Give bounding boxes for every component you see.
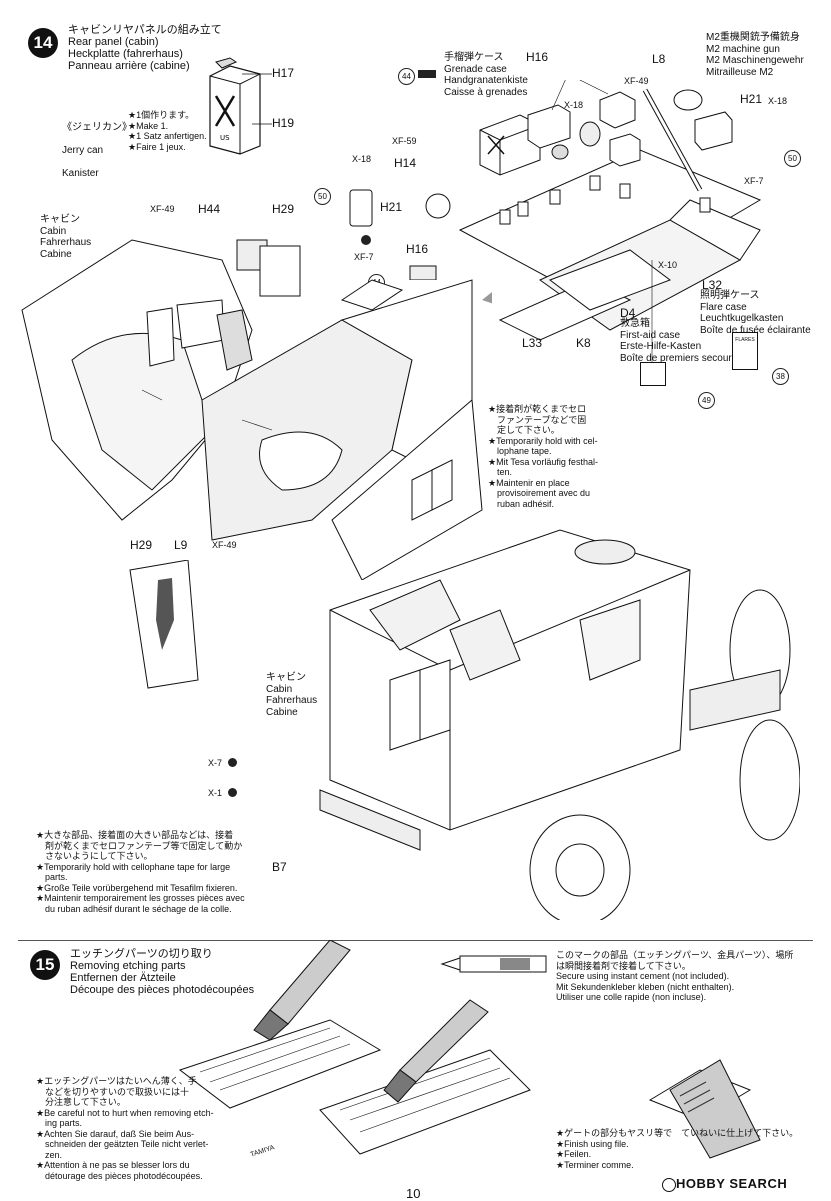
first-aid-box-icon — [640, 362, 666, 386]
part-h17: H17 — [272, 66, 295, 80]
part-h21-left: H21 — [380, 200, 403, 214]
step-15-title-jp: エッチングパーツの切り取り — [70, 948, 213, 960]
cabin-label-top: キャビン Cabin Fahrerhaus Cabine — [40, 214, 92, 260]
page-number: 10 — [406, 1186, 421, 1201]
jerrycan-note: ★1個作ります。 ★Make 1. ★1 Satz anfertigen. ★F… — [128, 110, 207, 152]
paint-x10: X-10 — [658, 260, 678, 270]
step-14-title-jp: キャビンリヤパネルの組み立て — [68, 24, 222, 36]
paint-x1: X-1 — [208, 788, 223, 798]
flare-case-label: 照明弾ケース Flare case Leuchtkugelkasten Boît… — [700, 290, 811, 336]
tape-note: ★接着剤が乾くまでセロ ファンテープなどで固 定して下さい。 ★Temporar… — [488, 404, 598, 509]
ref-44-top: 44 — [398, 68, 415, 85]
grenade-case-label: 手榴弾ケース Grenade case Handgranatenkiste Ca… — [444, 52, 528, 98]
step-14-title-en: Rear panel (cabin) — [68, 36, 159, 48]
svg-text:US: US — [220, 134, 230, 142]
part-h29-bottom: H29 — [130, 538, 153, 552]
jerrycan-name-de: Kanister — [62, 167, 99, 179]
part-h44: H44 — [198, 202, 221, 216]
ref-50-right: 50 — [784, 150, 801, 167]
flare-box-icon: FLARES — [732, 332, 758, 370]
jerrycan-name-en: Jerry can — [62, 144, 104, 156]
etching-note: ★エッチングパーツはたいへん薄く、手 などを切りやすいので取扱いには十 分注意し… — [36, 1076, 214, 1181]
assembled-cabin-illustration — [319, 529, 800, 920]
paint-x18-left: X-18 — [352, 154, 372, 164]
jerrycan-title-jp: 《ジェリカン》 — [62, 121, 132, 133]
stowage-rack-illustration — [440, 80, 762, 380]
cabin-label-bottom: キャビン Cabin Fahrerhaus Cabine — [266, 672, 318, 718]
instant-cement-tube-icon — [440, 955, 547, 973]
part-h16-mid: H16 — [406, 242, 429, 256]
paint-xf7-right: XF-7 — [744, 176, 764, 186]
leader-lines-jerrycan — [242, 73, 272, 125]
jerrycan-illustration: US — [209, 57, 261, 155]
instant-cement-note: このマークの部品（エッチングパーツ、金具パーツ）、場所 は瞬間接着剤で接着して下… — [556, 950, 794, 1002]
part-h21-right: H21 — [740, 92, 763, 106]
hobby-search-watermark: HOBBY SEARCH — [676, 1176, 788, 1191]
file-note: ★ゲートの部分もヤスリ等で ていねいに仕上げて下さい。 ★Finish usin… — [556, 1128, 799, 1170]
ref-49: 49 — [698, 392, 715, 409]
flares-text: FLARES — [735, 337, 755, 343]
paint-x18-right: X-18 — [768, 96, 788, 106]
part-l33: L33 — [522, 336, 543, 350]
part-h16-top: H16 — [526, 50, 549, 64]
ref-38: 38 — [772, 368, 789, 385]
step-15-title: エッチングパーツの切り取り Removing etching parts Ent… — [70, 948, 254, 996]
watermark-logo-icon — [662, 1178, 676, 1192]
m2-barrel-label: M2重機関銃予備銃身 M2 machine gun M2 Maschinenge… — [706, 32, 804, 78]
jerrycan-title: 《ジェリカン》 Jerry can Kanister — [62, 110, 132, 191]
l9-detail-illustration — [129, 560, 199, 689]
paint-xf49-l9: XF-49 — [212, 540, 237, 550]
paint-xf49-top: XF-49 — [624, 76, 649, 86]
part-h14: H14 — [394, 156, 417, 170]
large-parts-note: ★大きな部品、接着面の大きい部品などは、接着 剤が乾くまでセロファンテープ等で固… — [36, 830, 245, 914]
part-l9: L9 — [174, 538, 188, 552]
etching-fret-illustration — [178, 940, 531, 1155]
step-15-title-en: Removing etching parts — [70, 960, 186, 972]
part-l8: L8 — [652, 52, 666, 66]
step-14-title-fr: Panneau arrière (cabine) — [68, 60, 190, 72]
part-l32: L32 — [702, 278, 723, 292]
step-15-number: 15 — [30, 950, 60, 980]
first-aid-label: 救急箱 First-aid case Erste-Hilfe-Kasten Bo… — [620, 318, 737, 364]
ref-50-left: 50 — [314, 188, 331, 205]
paint-dot-icon — [228, 788, 237, 797]
paint-xf59: XF-59 — [392, 136, 417, 146]
h21-h16-parts-illustration — [349, 189, 451, 280]
file-illustration — [648, 1059, 761, 1159]
step-15-title-fr: Découpe des pièces photodécoupées — [70, 984, 255, 996]
part-d4: D4 — [620, 306, 636, 320]
step-14-title-de: Heckplatte (fahrerhaus) — [68, 48, 183, 60]
part-h19: H19 — [272, 116, 295, 130]
arrow-icon — [418, 70, 436, 78]
step-14-number: 14 — [28, 28, 58, 58]
part-k8: K8 — [576, 336, 591, 350]
paint-dot-icon — [228, 758, 237, 767]
part-h29-top: H29 — [272, 202, 295, 216]
part-b7: B7 — [272, 860, 287, 874]
step-15-section — [18, 940, 813, 1169]
paint-xf7-left: XF-7 — [354, 252, 374, 262]
step-14-title: キャビンリヤパネルの組み立て Rear panel (cabin) Heckpl… — [68, 24, 222, 72]
paint-x7: X-7 — [208, 758, 223, 768]
cabin-rear-exploded-illustration — [21, 239, 492, 580]
paint-xf49-cabin: XF-49 — [150, 204, 175, 214]
paint-x18-rack: X-18 — [564, 100, 584, 110]
step-15-title-de: Entfernen der Ätzteile — [70, 972, 176, 984]
